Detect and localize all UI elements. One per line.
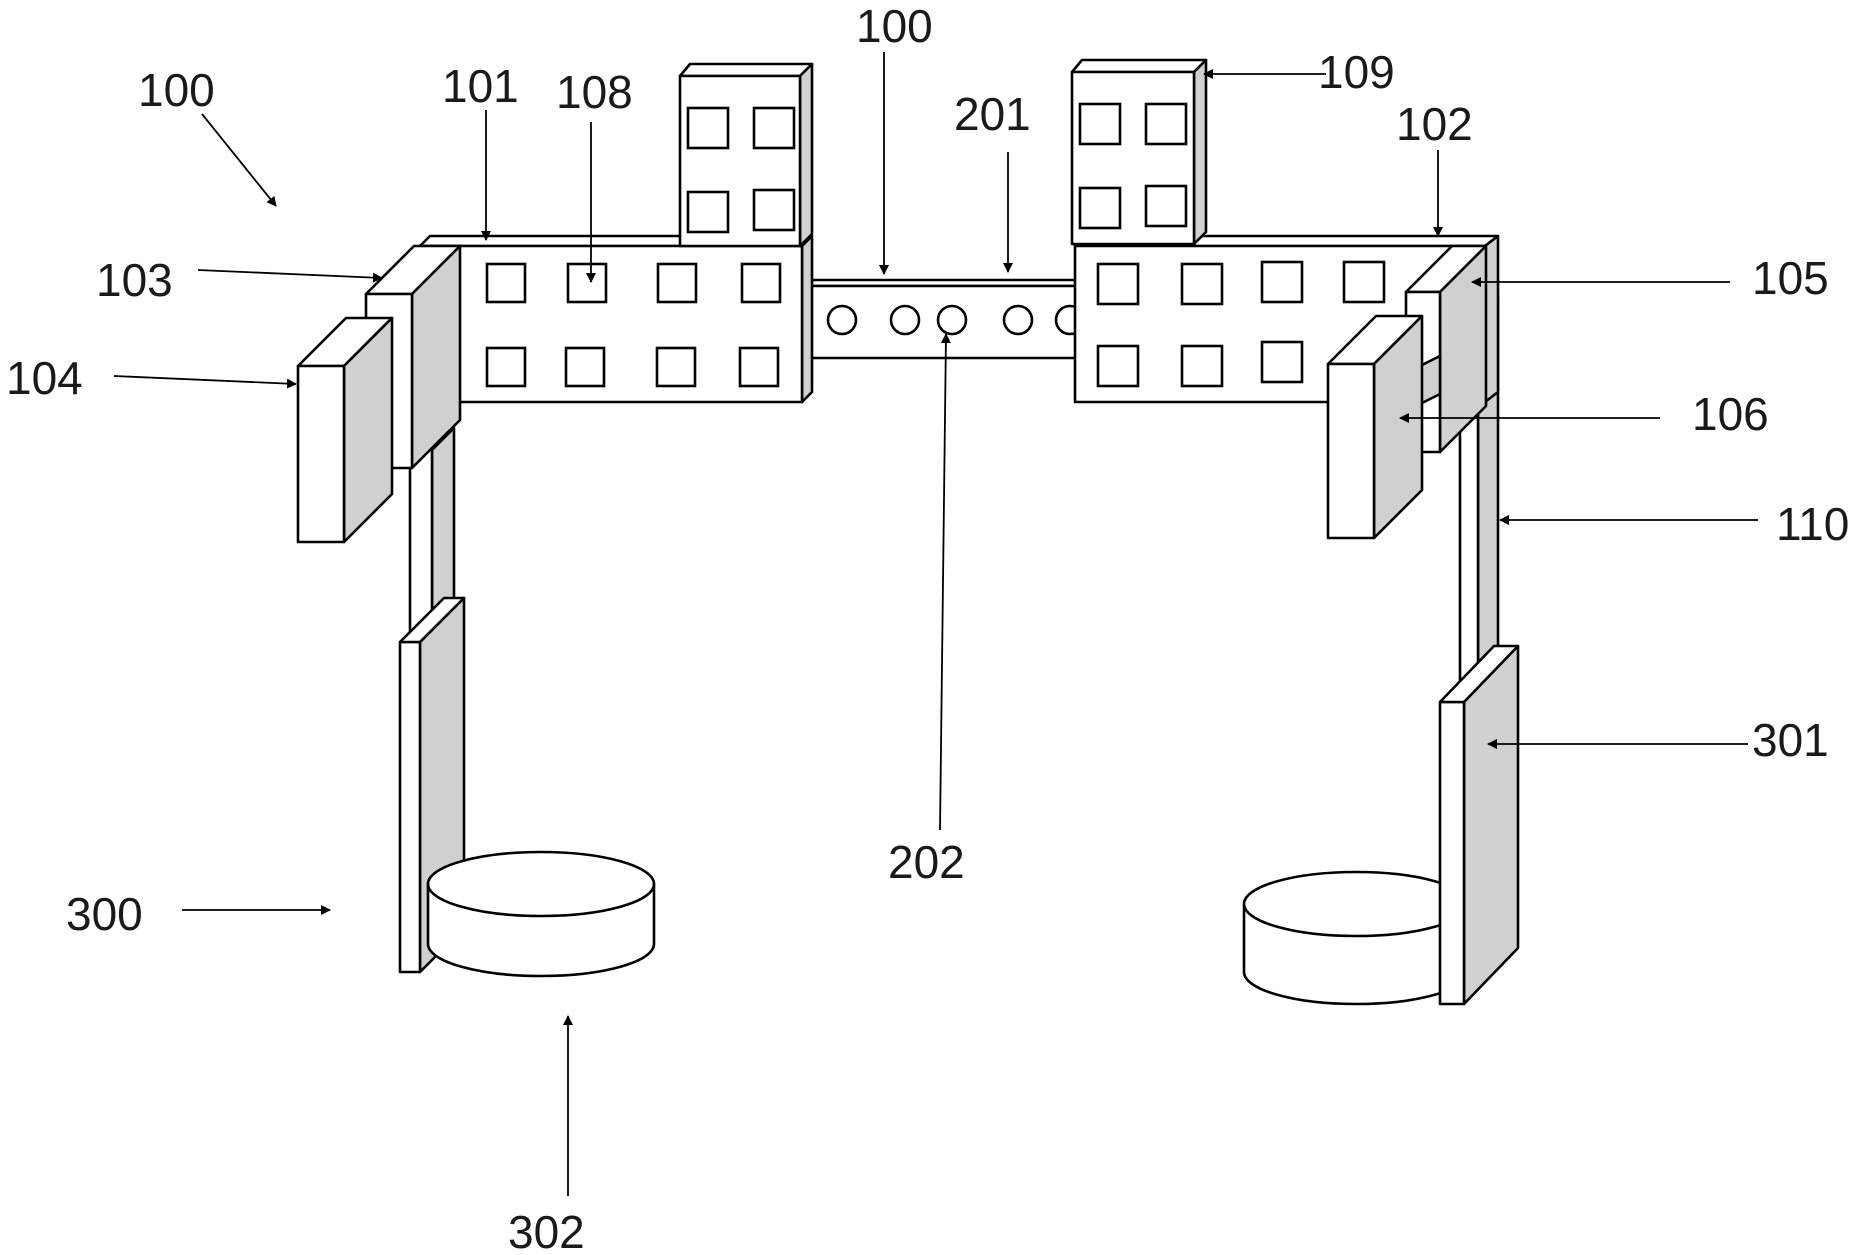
bar-hole (826, 304, 858, 336)
sensor-window (1078, 186, 1122, 230)
label-301: 301 (1752, 714, 1829, 766)
label-103: 103 (96, 254, 173, 306)
right-outer-block-106 (1326, 314, 1424, 540)
label-109: 109 (1318, 46, 1395, 98)
label-110: 110 (1776, 498, 1849, 550)
leader-lines (113, 52, 1758, 1196)
sensor-window (686, 106, 730, 150)
left-head-unit (418, 234, 814, 404)
leader-104 (113, 375, 297, 389)
leader-202 (939, 333, 951, 831)
label-300: 300 (66, 888, 143, 940)
sensor-window (1144, 184, 1188, 228)
sensor-window (1078, 102, 1122, 146)
sensor-window (1144, 102, 1188, 146)
reference-numerals: 100 101 108 100 201 109 102 103 104 105 … (6, 0, 1849, 1255)
label-302: 302 (508, 1206, 585, 1255)
leader-103 (197, 269, 383, 283)
sensor-window (738, 346, 780, 388)
left-foot-disc-302 (426, 850, 656, 978)
connecting-bar (803, 278, 1086, 360)
right-lower-support-301 (1438, 644, 1520, 1006)
label-202: 202 (888, 836, 965, 888)
left-top-module (678, 62, 814, 248)
sensor-window (1180, 344, 1224, 388)
sensor-window (1260, 260, 1304, 304)
label-102: 102 (1396, 98, 1473, 150)
left-outer-block-104 (296, 316, 394, 544)
sensor-window (566, 262, 608, 304)
sensor-window (485, 346, 527, 388)
label-100-top-left: 100 (138, 64, 215, 116)
bar-hole (889, 304, 921, 336)
sensor-window (752, 106, 796, 150)
bar-hole (1002, 304, 1034, 336)
label-101: 101 (442, 60, 519, 112)
sensor-window (655, 346, 697, 388)
leader-100a (201, 113, 277, 207)
sensor-window (564, 346, 606, 388)
sensor-window (1096, 344, 1140, 388)
sensor-window (686, 190, 730, 234)
right-top-module-109 (1070, 58, 1208, 246)
bar-hole (936, 304, 968, 336)
label-100-top-center: 100 (856, 0, 933, 52)
sensor-window (1096, 262, 1140, 306)
label-106: 106 (1692, 388, 1769, 440)
label-201: 201 (954, 88, 1031, 140)
sensor-window (740, 262, 782, 304)
sensor-window (1342, 260, 1386, 304)
sensor-window (1180, 262, 1224, 306)
label-104: 104 (6, 352, 83, 404)
label-108: 108 (556, 66, 633, 118)
right-foot-disc (1242, 870, 1470, 1006)
sensor-window (485, 262, 527, 304)
sensor-window (752, 188, 796, 232)
sensor-window (656, 262, 698, 304)
label-105: 105 (1752, 252, 1829, 304)
left-lower-support (398, 596, 466, 974)
sensor-window (1260, 340, 1304, 384)
